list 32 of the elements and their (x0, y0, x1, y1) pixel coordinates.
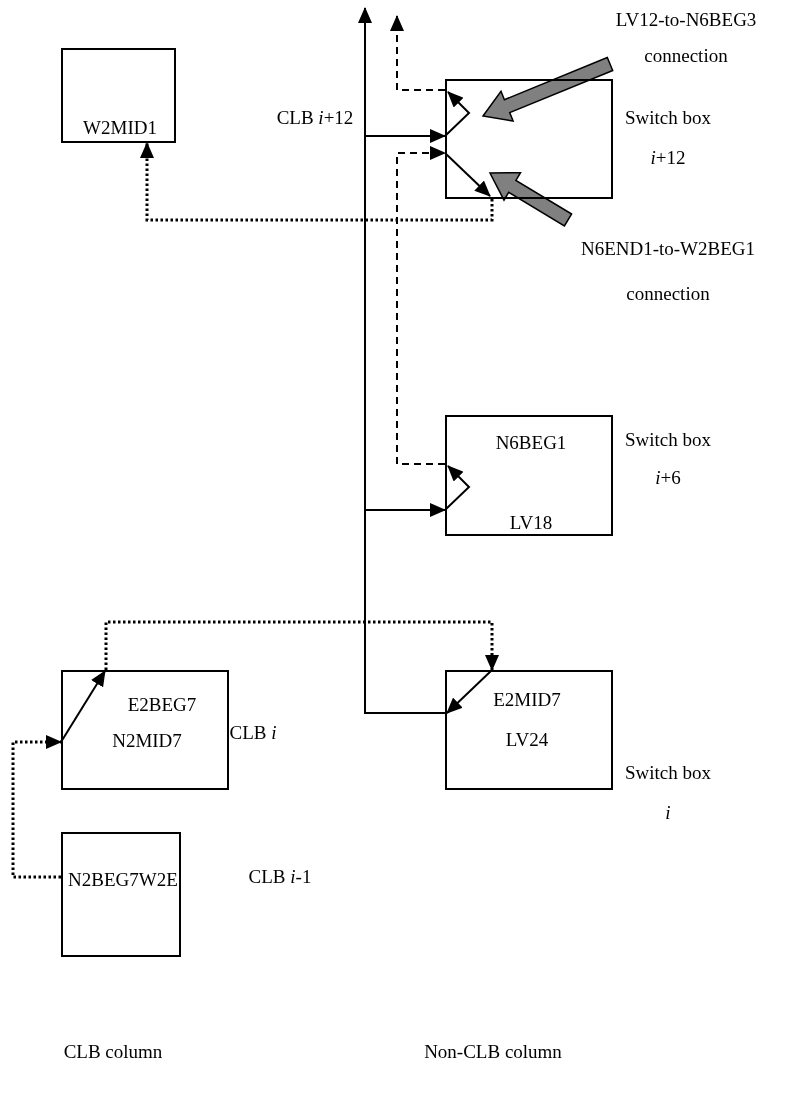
callout-text: LV12-to-N6BEG3 connection (615, 9, 757, 66)
block-arrow (481, 56, 614, 122)
port-label: W2MID1 (83, 117, 157, 137)
column-label: CLB i+12 (276, 107, 354, 129)
switch-box (445, 79, 613, 199)
block-arrow (488, 171, 573, 228)
wire-arrow (396, 146, 446, 465)
block-label: CLB i (228, 721, 278, 745)
port-label: E2MID7 (493, 689, 561, 709)
block-box (445, 415, 613, 536)
port-label: N6BEG1 (495, 432, 567, 452)
wire-arrow (104, 620, 499, 671)
block-label: CLB i-1 (247, 865, 313, 889)
column-label: Non-CLB column (424, 1041, 562, 1063)
wire-arrow (390, 15, 446, 91)
port-label: N2BEG7W2E (68, 869, 178, 889)
callout-text: N6END1-to-W2BEG1 connection (580, 238, 756, 304)
block-label: Switch box i+12 (624, 106, 712, 170)
port-label: LV18 (509, 512, 553, 532)
wire-arrow (364, 129, 446, 714)
block-box (61, 832, 181, 957)
port-label: LV24 (505, 729, 549, 749)
column-label: CLB column (63, 1041, 163, 1063)
block-label: Switch box i+6 (624, 428, 712, 490)
wire-arrow (140, 142, 494, 222)
port-label: E2BEG7 (127, 694, 197, 714)
wire-arrow (11, 735, 62, 879)
block-box (61, 48, 176, 143)
block-label: Switch box i (624, 761, 712, 825)
block-box (445, 670, 613, 790)
block-box (61, 670, 229, 790)
port-label: N2MID7 (112, 730, 182, 750)
